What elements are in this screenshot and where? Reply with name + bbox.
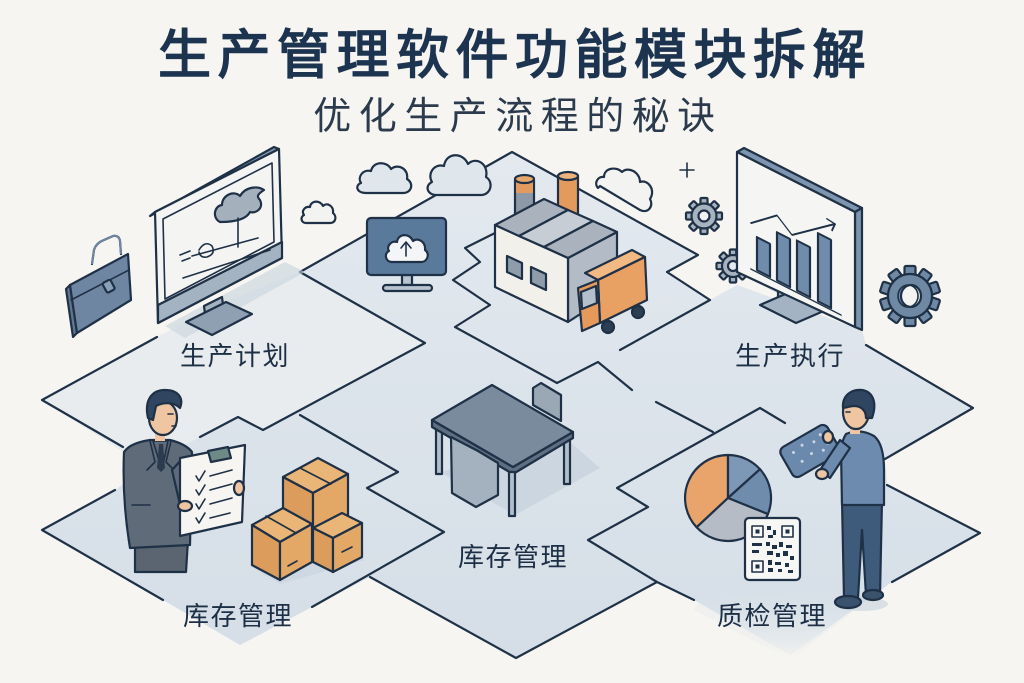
- boundary-line: [654, 400, 715, 434]
- cloud-icon: [595, 167, 654, 213]
- boundary-line: [451, 231, 634, 392]
- module-label-inventory-center: 库存管理: [458, 543, 568, 573]
- window: [529, 265, 548, 292]
- trend-arrow-icon: [750, 214, 836, 236]
- module-label-quality: 质检管理: [717, 602, 827, 632]
- module-label-execution: 生产执行: [735, 342, 845, 372]
- delivery-truck-icon: [576, 248, 649, 335]
- table-icon: [430, 381, 600, 518]
- boundary-line: [368, 575, 659, 660]
- cloud-icon: [300, 200, 337, 225]
- cloud-sketch-icon: [213, 186, 266, 224]
- module-label-inventory-left: 库存管理: [183, 602, 293, 632]
- cloud-upload-monitor-icon: [365, 216, 448, 293]
- briefcase-icon: [64, 234, 133, 339]
- planning-monitor-icon: [148, 145, 305, 338]
- worker-with-tablet: [779, 388, 888, 611]
- boundary-line: [885, 483, 982, 584]
- chart-bar: [816, 232, 833, 310]
- chair-icon: [449, 435, 500, 509]
- chair-icon: [531, 381, 563, 423]
- page-title: 生产管理软件功能模块拆解: [158, 25, 872, 86]
- manager-with-checklist: [122, 388, 247, 574]
- stacked-boxes-icon: [250, 456, 365, 584]
- boundary-line: [198, 270, 427, 439]
- boundary-line: [298, 413, 446, 609]
- boundary-line: [864, 343, 975, 461]
- chart-bar: [755, 235, 772, 279]
- chart-bar: [795, 239, 812, 299]
- clouds: [300, 154, 654, 225]
- bar-chart-monitor-icon: [735, 146, 905, 348]
- tile-boundaries: [40, 150, 982, 660]
- plus-icon: [679, 162, 695, 178]
- page-subtitle: 优化生产流程的秘诀: [313, 94, 723, 138]
- window: [505, 254, 524, 281]
- cloud-icon: [356, 162, 413, 195]
- gear-icon: [684, 196, 724, 236]
- chart-bar: [775, 231, 792, 289]
- module-label-planning: 生产计划: [180, 342, 290, 372]
- boundary-line: [40, 335, 159, 449]
- tile-planning: [42, 272, 425, 466]
- cloud-icon: [426, 154, 492, 197]
- boundary-line: [40, 488, 165, 602]
- qr-code-icon: [743, 516, 802, 582]
- gear-icon: [879, 264, 941, 328]
